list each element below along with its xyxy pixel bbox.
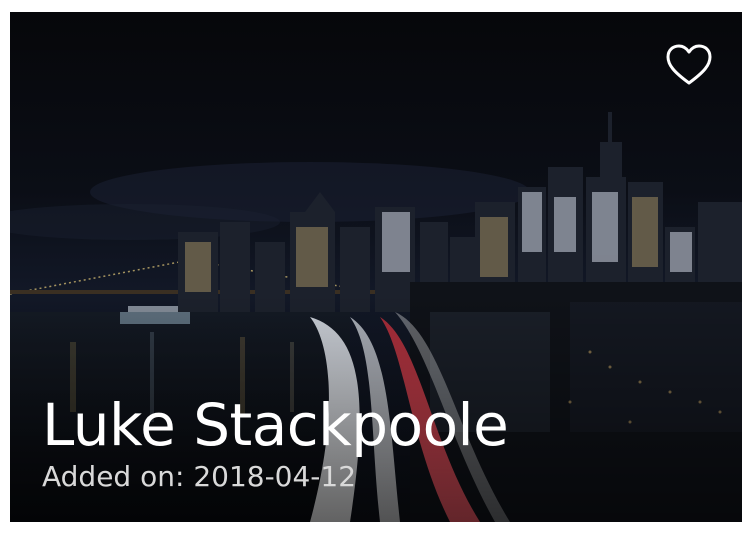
favorite-button[interactable] <box>666 44 712 86</box>
card-subtitle: Added on: 2018-04-12 <box>42 460 357 493</box>
photo-image <box>10 12 742 522</box>
card-title: Luke Stackpoole <box>42 391 509 459</box>
heart-outline-icon <box>666 44 712 85</box>
card-caption: Luke Stackpoole Added on: 2018-04-12 <box>42 391 509 494</box>
photo-card[interactable]: Luke Stackpoole Added on: 2018-04-12 <box>10 12 742 522</box>
